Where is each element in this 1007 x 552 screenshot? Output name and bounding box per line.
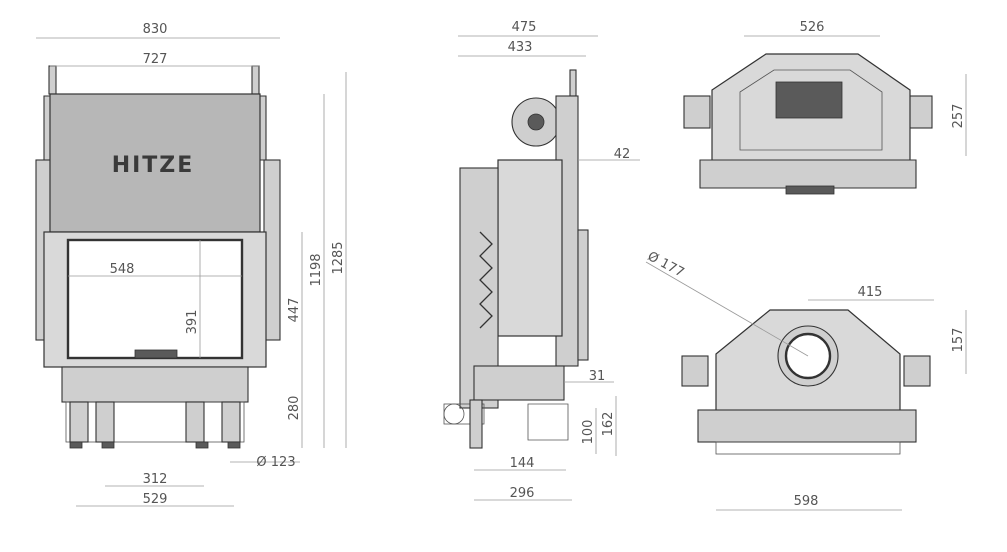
side-inlet-height-label: 162 [601, 412, 616, 437]
front-leg-spacing-inner-label: 312 [143, 472, 168, 487]
front-leg-2 [95, 401, 115, 443]
front-foot-2 [101, 441, 115, 449]
bottom-flue-offset-x-label: 415 [858, 285, 883, 300]
front-height-without-pipe-label: 1198 [309, 253, 324, 286]
side-top-pipe [569, 69, 577, 97]
side-base [473, 365, 565, 401]
front-leg-spacing-outer-label: 529 [143, 492, 168, 507]
front-leg-4 [221, 401, 241, 443]
top-left-box [683, 95, 711, 129]
front-foot-3 [195, 441, 209, 449]
side-rear-plate [577, 229, 589, 361]
bottom-right-box [903, 355, 931, 387]
side-left-foot-ring [443, 403, 465, 425]
side-right-foot [527, 403, 569, 441]
top-inner-cavity [739, 69, 883, 151]
front-door-height-label: 447 [287, 298, 302, 323]
bottom-view: Ø 177 415 157 598 [645, 249, 967, 511]
bottom-left-box [681, 355, 709, 387]
front-glass-height-label: 391 [185, 310, 200, 335]
front-hood [49, 93, 261, 233]
bottom-width-label: 598 [794, 494, 819, 509]
side-view: 475 433 42 31 100 162 144 296 [443, 20, 640, 501]
side-main-body [497, 159, 563, 337]
front-foot-1 [69, 441, 83, 449]
front-view: HITZE 830 727 548 391 447 280 1198 1285 … [35, 22, 347, 507]
bottom-flue-offset-y-label: 157 [951, 328, 966, 353]
side-overall-depth-label: 475 [512, 20, 537, 35]
left-top-pipe [48, 65, 57, 95]
side-rear-offset-label: 31 [589, 369, 606, 384]
front-leg-1 [69, 401, 89, 443]
ash-grille [134, 349, 178, 359]
top-bottom-grille [785, 185, 835, 195]
side-left-foot [443, 403, 485, 425]
front-leg-3 [185, 401, 205, 443]
top-grille [775, 81, 843, 119]
side-zigzag-baffle [479, 231, 493, 329]
front-legs-frame [65, 401, 245, 443]
side-leg [469, 399, 483, 449]
front-overall-height-label: 1285 [331, 241, 346, 274]
side-body-depth-label: 433 [508, 40, 533, 55]
front-glass-width-label: 548 [110, 262, 135, 277]
hitze-logo: HITZE [112, 153, 195, 178]
side-leg-height-label: 100 [581, 420, 596, 445]
top-front-frame [699, 159, 917, 189]
top-view: 526 257 [683, 20, 967, 195]
front-inner-width-label: 727 [143, 52, 168, 67]
front-leg-diameter-label: Ø 123 [256, 455, 295, 470]
bottom-lower-strip [715, 441, 901, 455]
bottom-base-plate [697, 409, 917, 443]
side-top-offset-label: 42 [614, 147, 631, 162]
front-glass [66, 238, 244, 360]
bottom-flue-diameter-label: Ø 177 [645, 249, 687, 281]
front-foot-4 [227, 441, 241, 449]
top-width-label: 526 [800, 20, 825, 35]
top-depth-label: 257 [951, 104, 966, 129]
side-base-depth-label: 296 [510, 486, 535, 501]
side-fan-hub [527, 113, 545, 131]
front-overall-width-label: 830 [143, 22, 168, 37]
right-top-pipe [251, 65, 260, 95]
front-base [61, 366, 249, 403]
side-leg-offset-label: 144 [510, 456, 535, 471]
front-base-height-label: 280 [287, 396, 302, 421]
